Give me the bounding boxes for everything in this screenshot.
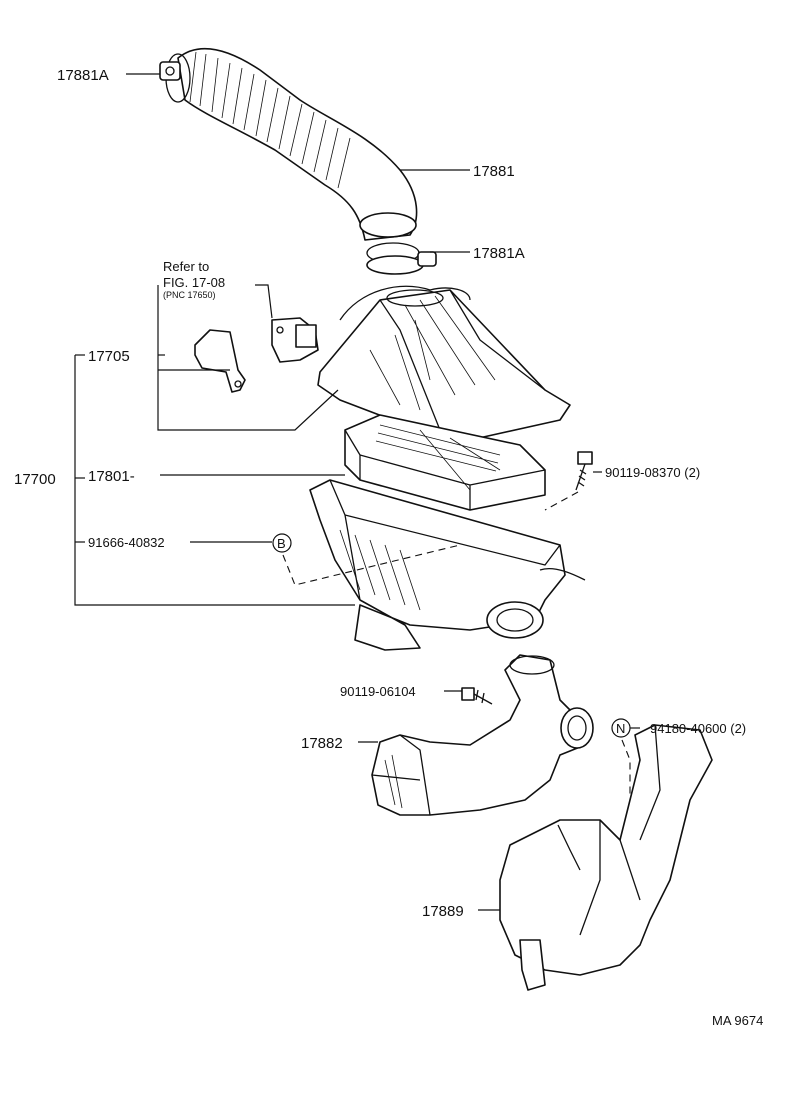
label-ref-code: MA 9674 [712, 1013, 763, 1028]
label-cap-sub-assy: 17705 [88, 348, 130, 365]
air-filter-element-17801 [344, 414, 546, 511]
air-flow-sensor [271, 317, 319, 363]
part-labels: 17881A 17881 17881A Refer to FIG. 17-08 … [14, 67, 763, 1028]
label-intake-hose: 17881 [473, 163, 515, 180]
label-refer-line2: FIG. 17-08 [163, 275, 225, 290]
intake-hose-17881 [165, 47, 420, 264]
label-hose-clamp-lower: 17881A [473, 245, 525, 262]
svg-text:B: B [277, 536, 286, 551]
label-bolt-top: 90119-08370 (2) [605, 465, 700, 480]
label-inlet-pipe: 17882 [301, 735, 343, 752]
sensor-bracket [194, 329, 246, 393]
label-resonator: 17889 [422, 903, 464, 920]
hose-clamp-lower [366, 251, 437, 275]
air-cleaner-case [309, 479, 586, 651]
hose-clamp-top [159, 61, 181, 81]
label-refer-line3: (PNC 17650) [163, 290, 216, 300]
leader-lines [74, 73, 640, 911]
label-nut: 94180-40600 (2) [650, 721, 746, 736]
label-hose-clamp-top: 17881A [57, 67, 109, 84]
label-element: 17801- [88, 468, 135, 485]
label-bolt-mid: 90119-06104 [340, 684, 416, 699]
air-cleaner-cap-17705 [317, 285, 571, 441]
bolt-90119-08370 [575, 451, 593, 491]
bolt-90119-06104 [461, 687, 493, 705]
label-refer-line1: Refer to [163, 259, 209, 274]
label-clip: 91666-40832 [88, 535, 165, 550]
resonator-17889 [499, 724, 713, 991]
marker-n: N [611, 718, 631, 738]
marker-b: B [272, 533, 292, 553]
svg-text:N: N [616, 721, 625, 736]
air-inlet-pipe-17882 [371, 654, 594, 816]
label-air-cleaner-assy: 17700 [14, 471, 56, 488]
